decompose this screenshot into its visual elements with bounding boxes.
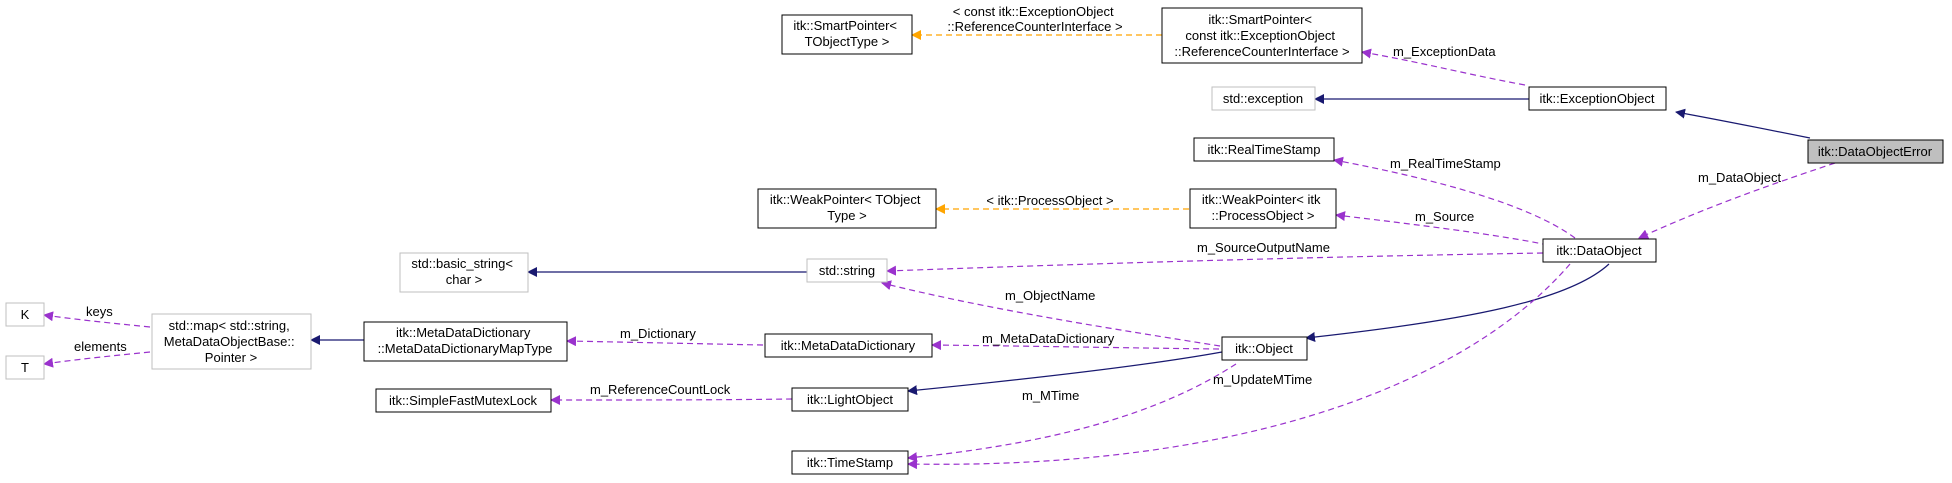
edge-label-mtime: m_MTime [1022,388,1079,403]
node-real-time-stamp[interactable]: itk::RealTimeStamp [1193,137,1335,162]
svg-text:itk::MetaDataDictionary: itk::MetaDataDictionary ::MetaDataDictio… [378,325,553,356]
edge-label-source-output-name: m_SourceOutputName [1197,240,1330,255]
svg-text:itk::RealTimeStamp: itk::RealTimeStamp [1208,142,1321,157]
svg-text:std::map< std::string,: std::map< std::string, MetaDataObjectBas… [164,318,298,365]
node-simple-fast-mutex-lock[interactable]: itk::SimpleFastMutexLock [375,388,552,413]
edge-usage-keys [43,311,151,328]
edge-inherit-dataobjecterror-exceptionobject [1675,108,1811,139]
svg-text:itk::WeakPointer< TObject: itk::WeakPointer< TObject Type > [770,192,924,223]
edge-label-smart-pointer-template-arg: < const itk::ExceptionObject ::Reference… [947,4,1122,34]
node-smart-pointer-template[interactable]: itk::SmartPointer< TObjectType > [781,14,913,55]
edge-labels: m_ExceptionData < const itk::ExceptionOb… [74,4,1781,403]
svg-text:std::basic_string< cha: std::basic_string< char > [411,256,516,287]
svg-text:itk::ExceptionObject: itk::ExceptionObject [1540,91,1655,106]
svg-text:itk::Object: itk::Object [1235,341,1293,356]
node-itk-object[interactable]: itk::Object [1221,336,1308,361]
node-exception-object[interactable]: itk::ExceptionObject [1528,86,1667,111]
edge-label-elements: elements [74,339,127,354]
edge-inherit-object-lightobject [907,351,1223,396]
node-std-string[interactable]: std::string [806,258,888,283]
svg-text:itk::SmartPointer< TOb: itk::SmartPointer< TObjectType > [793,18,900,49]
node-meta-data-dictionary[interactable]: itk::MetaDataDictionary [764,333,933,358]
edge-label-data-object: m_DataObject [1698,170,1781,185]
edge-label-reference-count-lock: m_ReferenceCountLock [590,382,731,397]
edge-usage-dictionary [566,336,764,347]
node-std-exception[interactable]: std::exception [1211,86,1316,111]
edge-usage-elements [43,351,151,368]
edge-usage-data-object [1638,162,1836,239]
edge-label-update-mtime: m_UpdateMTime [1213,372,1312,387]
svg-text:itk::LightObject: itk::LightObject [807,392,893,407]
edge-label-source: m_Source [1415,209,1474,224]
edge-label-dictionary: m_Dictionary [620,326,696,341]
edge-usage-meta-data-dictionary [931,340,1220,351]
edge-usage-reference-count-lock [550,394,793,405]
node-light-object[interactable]: itk::LightObject [791,387,909,412]
node-t[interactable]: T [5,355,45,380]
svg-text:itk::DataObject: itk::DataObject [1556,243,1642,258]
node-weak-pointer-template[interactable]: itk::WeakPointer< TObject Type > [757,188,937,229]
svg-text:itk::MetaDataDictionary: itk::MetaDataDictionary [781,338,916,353]
svg-text:K: K [21,307,30,322]
svg-text:itk::DataObjectError: itk::DataObjectError [1818,144,1933,159]
edge-label-exception-data: m_ExceptionData [1393,44,1496,59]
svg-text:itk::WeakPointer< itk: itk::WeakPointer< itk ::ProcessObject > [1202,192,1324,223]
node-data-object-error[interactable]: itk::DataObjectError [1807,139,1944,164]
edge-usage-real-time-stamp [1333,156,1576,239]
edge-label-meta-data-dictionary: m_MetaDataDictionary [982,331,1115,346]
svg-text:T: T [21,360,29,375]
edge-label-object-name: m_ObjectName [1005,288,1095,303]
node-time-stamp[interactable]: itk::TimeStamp [791,450,909,475]
edge-label-weak-pointer-template-arg: < itk::ProcessObject > [986,193,1113,208]
node-weak-pointer-process-object[interactable]: itk::WeakPointer< itk ::ProcessObject > [1189,188,1337,229]
svg-text:std::exception: std::exception [1223,91,1303,106]
node-k[interactable]: K [5,302,45,327]
node-std-map[interactable]: std::map< std::string, MetaDataObjectBas… [151,313,312,370]
svg-text:itk::SimpleFastMutexLock: itk::SimpleFastMutexLock [389,393,538,408]
edges [43,30,1836,470]
edge-inherit-object-dataobject [1305,263,1610,342]
svg-text:std::string: std::string [819,263,875,278]
edge-usage-source [1335,211,1549,246]
svg-text:itk::SmartPointer< con: itk::SmartPointer< const itk::ExceptionO… [1174,12,1349,59]
node-std-basic-string[interactable]: std::basic_string< char > [399,252,529,293]
svg-text:itk::TimeStamp: itk::TimeStamp [807,455,893,470]
edge-usage-object-name [881,280,1221,347]
edge-usage-mtime [907,363,1237,463]
node-data-object[interactable]: itk::DataObject [1542,238,1657,263]
edge-usage-source-output-name [886,252,1544,276]
node-meta-data-dictionary-map-type[interactable]: itk::MetaDataDictionary ::MetaDataDictio… [363,321,568,362]
edge-label-keys: keys [86,304,113,319]
edge-usage-exception-data [1361,48,1526,86]
edge-label-real-time-stamp: m_RealTimeStamp [1390,156,1501,171]
edge-usage-update-mtime [907,263,1571,470]
nodes: itk::DataObjectError itk::ExceptionObjec… [5,7,1944,475]
node-smart-pointer-exception-interface[interactable]: itk::SmartPointer< const itk::ExceptionO… [1161,7,1363,64]
